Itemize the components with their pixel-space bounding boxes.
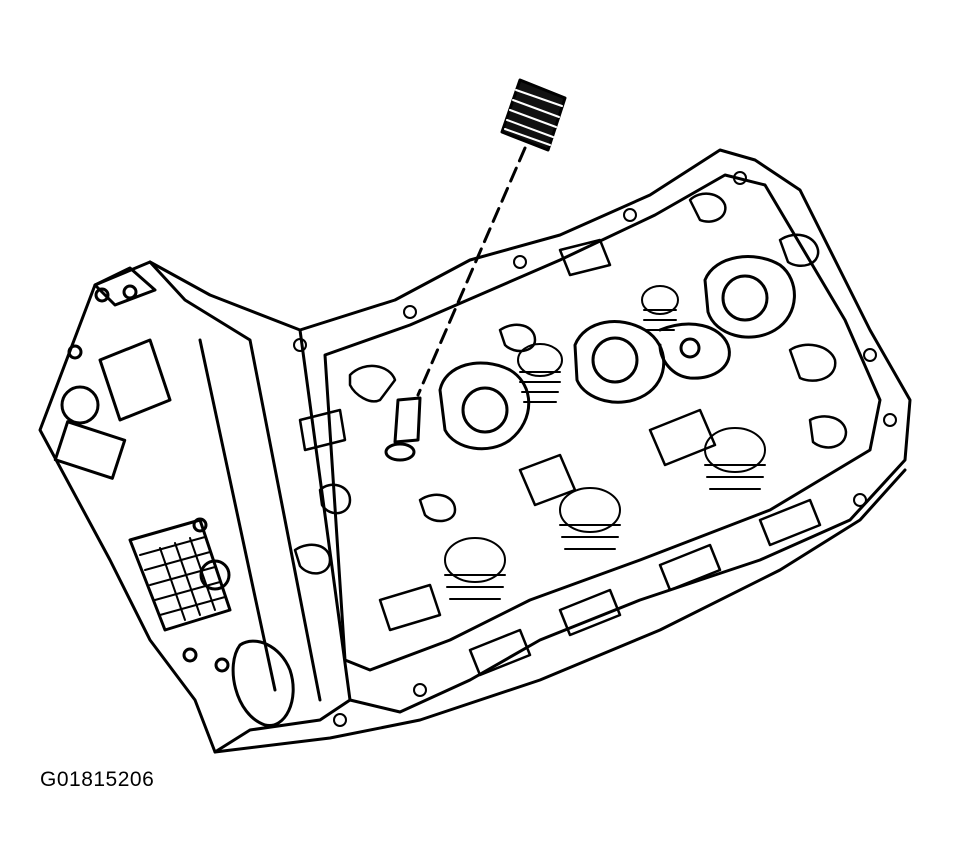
rocker-pivot-plate	[703, 255, 796, 339]
installed-spring	[559, 487, 621, 550]
installed-spring	[704, 427, 766, 490]
rocker-pivot-plate	[573, 320, 731, 404]
valve-stem	[384, 396, 422, 462]
installed-spring	[517, 343, 563, 403]
rocker-pivot-plate	[438, 361, 531, 451]
valve-spring	[500, 78, 567, 152]
cylinder-head	[38, 148, 912, 754]
install-guide-line	[416, 146, 527, 397]
installed-spring	[444, 537, 506, 600]
figure-id-label: G01815206	[40, 768, 155, 791]
installed-spring	[641, 285, 679, 331]
